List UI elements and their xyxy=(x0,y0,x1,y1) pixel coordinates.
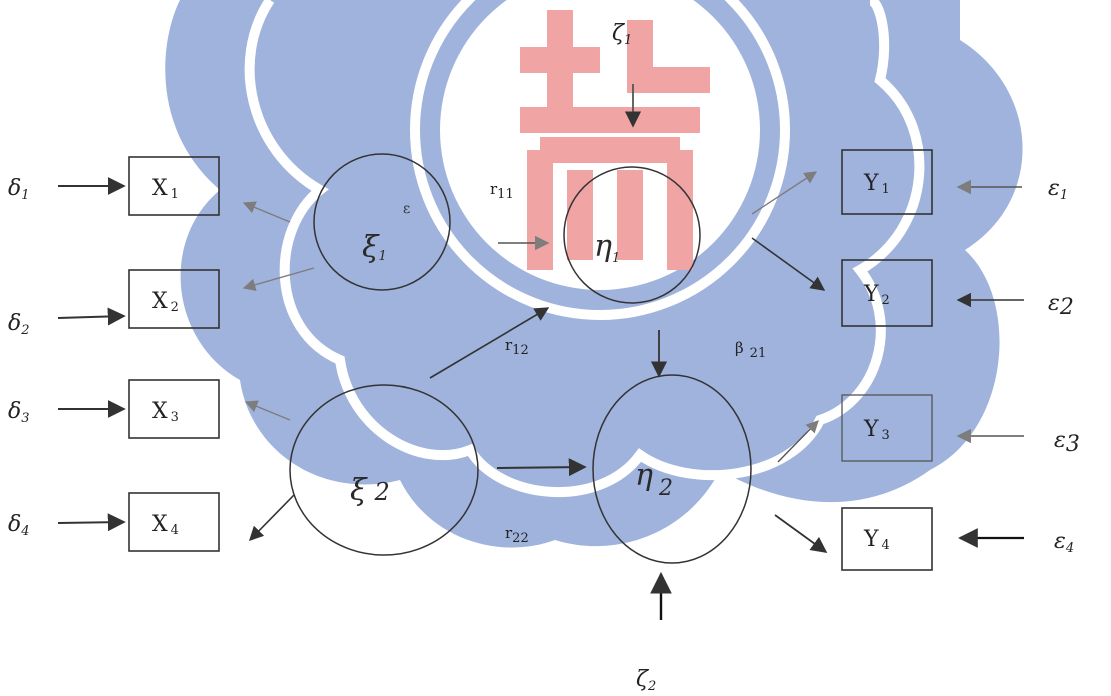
x4-box xyxy=(128,492,220,552)
xi1-x1-arrow xyxy=(242,201,291,223)
eta2-circle xyxy=(592,374,752,564)
xi2-x4-arrow xyxy=(248,494,295,542)
delta3-label: δ3 xyxy=(8,399,30,426)
eps1-label: ε1 xyxy=(1048,176,1068,203)
r11-label: r11 xyxy=(490,180,514,202)
eta2-y3-arrow xyxy=(777,420,819,463)
y4-box xyxy=(841,507,933,571)
delta4-arrow xyxy=(57,513,126,532)
y1-box xyxy=(841,149,933,215)
xi1-circle xyxy=(313,153,451,291)
eta1-y2-arrow xyxy=(751,237,826,291)
zeta1-label: ζ1 xyxy=(612,21,632,48)
eta1-label: η1 xyxy=(594,229,620,266)
x3-box xyxy=(128,379,220,439)
xi1-extra-label: ε xyxy=(403,201,410,217)
xi2-circle xyxy=(289,384,479,556)
xi2-x3-arrow xyxy=(244,400,291,421)
delta4-label: δ4 xyxy=(8,512,30,539)
r22-arrow xyxy=(496,458,587,477)
x1-box xyxy=(128,156,220,216)
x2-box xyxy=(128,269,220,329)
delta2-label: δ2 xyxy=(8,311,30,338)
eps4-label: ε4 xyxy=(1054,529,1074,556)
xi1-x2-arrow xyxy=(242,267,315,291)
xi1-label: ξ1 xyxy=(362,230,387,265)
r12-arrow xyxy=(429,307,550,379)
r12-label: r12 xyxy=(505,336,529,358)
delta2-arrow xyxy=(57,307,126,326)
eta1-y1-arrow xyxy=(751,171,818,215)
eta2-y4-arrow xyxy=(774,514,828,553)
eta1-circle xyxy=(563,166,701,304)
eps2-label: ε2 xyxy=(1048,291,1074,320)
y3-box xyxy=(841,394,933,462)
delta1-label: δ1 xyxy=(8,176,30,203)
y2-box xyxy=(841,259,933,327)
eps3-label: ε3 xyxy=(1054,428,1080,457)
r22-label: r22 xyxy=(505,524,529,546)
zeta2-label: ζ2 xyxy=(636,667,656,694)
